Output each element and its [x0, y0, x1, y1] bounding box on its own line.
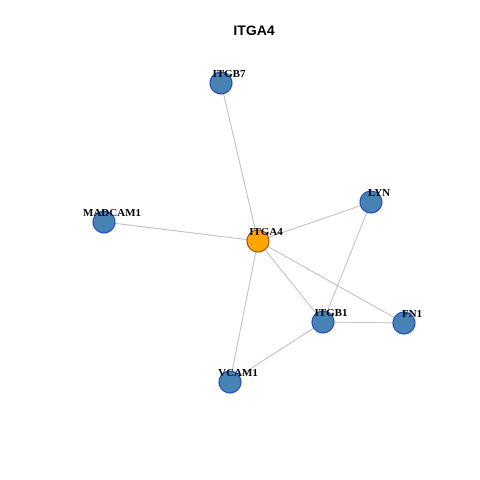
node-label-itga4: ITGA4	[249, 226, 283, 238]
edge-itgb1-fn1	[322, 321, 405, 324]
node-circle-fn1	[392, 311, 416, 335]
node-circle-itgb7	[209, 71, 233, 95]
node-madcam1: MADCAM1	[83, 207, 141, 234]
edge-itga4-fn1	[257, 240, 405, 324]
node-vcam1: VCAM1	[218, 367, 258, 394]
node-label-fn1: FN1	[402, 308, 422, 320]
diagram-title: ITGA4	[233, 22, 274, 38]
edge-itga4-lyn	[257, 201, 372, 242]
node-itga4: ITGA4	[246, 226, 283, 253]
edges-layer	[103, 82, 405, 383]
node-circle-itgb1	[311, 310, 335, 334]
node-itgb1: ITGB1	[311, 307, 348, 334]
node-label-madcam1: MADCAM1	[83, 207, 141, 219]
node-circle-lyn	[359, 190, 383, 214]
node-label-itgb1: ITGB1	[314, 307, 347, 319]
edge-itgb1-vcam1	[229, 321, 324, 383]
node-itgb7: ITGB7	[209, 68, 246, 95]
node-label-itgb7: ITGB7	[212, 68, 246, 80]
node-lyn: LYN	[359, 187, 390, 214]
node-circle-madcam1	[92, 210, 116, 234]
edge-lyn-itgb1	[322, 201, 372, 323]
edge-itga4-itgb7	[220, 82, 259, 242]
node-circle-itga4	[246, 229, 270, 253]
node-fn1: FN1	[392, 308, 422, 335]
edge-itga4-madcam1	[103, 221, 259, 242]
edge-itga4-vcam1	[229, 240, 259, 383]
node-circle-vcam1	[218, 370, 242, 394]
edge-itga4-itgb1	[257, 240, 324, 323]
node-label-vcam1: VCAM1	[218, 367, 258, 379]
node-label-lyn: LYN	[368, 187, 390, 199]
